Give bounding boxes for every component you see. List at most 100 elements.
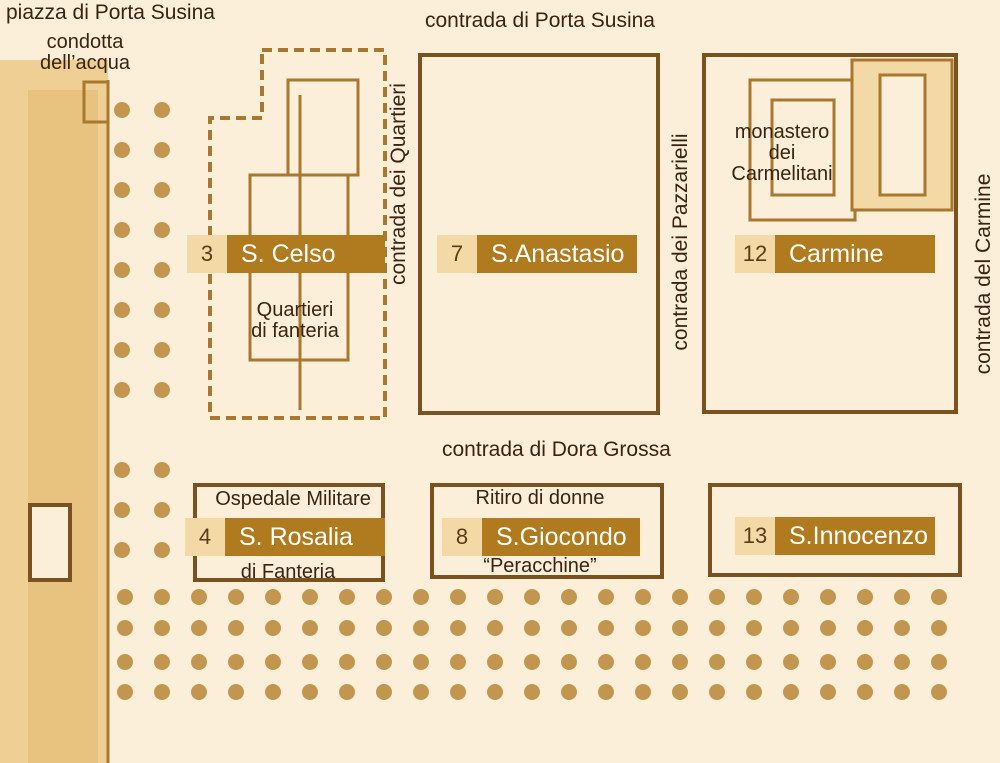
tree-icon — [191, 684, 207, 700]
tree-icon — [487, 589, 503, 605]
tree-icon — [598, 620, 614, 636]
tree-icon — [709, 620, 725, 636]
tree-icon — [376, 654, 392, 670]
street-contrada-pazzarielli: contrada dei Pazzarielli — [669, 133, 692, 351]
tree-icon — [265, 620, 281, 636]
block-12-outline — [702, 53, 958, 414]
tree-icon — [783, 620, 799, 636]
tree-icon — [635, 684, 651, 700]
tree-icon — [114, 462, 130, 478]
tree-icon — [302, 684, 318, 700]
tree-icon — [376, 589, 392, 605]
tree-icon — [561, 684, 577, 700]
tree-icon — [672, 684, 688, 700]
tree-icon — [783, 684, 799, 700]
block-plate-13: 13 S.Innocenzo — [735, 517, 935, 555]
tree-icon — [783, 589, 799, 605]
rampart-shade — [28, 90, 98, 763]
block-name: S.Anastasio — [477, 235, 637, 273]
tree-icon — [154, 302, 170, 318]
block-plate-3: 3 S. Celso — [187, 235, 385, 273]
tree-icon — [154, 684, 170, 700]
street-contrada-quartieri: contrada dei Quartieri — [387, 83, 410, 285]
note-fanteria: di Fanteria — [240, 561, 336, 583]
tree-icon — [265, 589, 281, 605]
block-plate-4: 4 S. Rosalia — [185, 518, 385, 556]
tree-icon — [672, 654, 688, 670]
tree-icon — [114, 182, 130, 198]
tree-icon — [857, 684, 873, 700]
tree-icon — [635, 654, 651, 670]
tree-icon — [339, 654, 355, 670]
tree-icon — [450, 589, 466, 605]
block-name: S.Innocenzo — [775, 517, 935, 555]
tree-icon — [154, 262, 170, 278]
tree-icon — [191, 620, 207, 636]
tree-icon — [114, 262, 130, 278]
block-number: 12 — [735, 235, 775, 273]
tree-icon — [413, 620, 429, 636]
block-13-outline — [708, 483, 962, 577]
tree-icon — [114, 222, 130, 238]
block-plate-7: 7 S.Anastasio — [437, 235, 637, 273]
tree-icon — [857, 620, 873, 636]
tree-icon — [635, 620, 651, 636]
tree-icon — [746, 589, 762, 605]
tree-icon — [709, 589, 725, 605]
tree-icon — [228, 654, 244, 670]
tree-icon — [114, 382, 130, 398]
tree-icon — [191, 654, 207, 670]
tree-icon — [154, 342, 170, 358]
tree-icon — [561, 589, 577, 605]
block-number: 4 — [185, 518, 225, 556]
tree-icon — [114, 302, 130, 318]
tree-icon — [376, 684, 392, 700]
tree-icon — [154, 102, 170, 118]
tree-icon — [894, 589, 910, 605]
block-8-outline — [430, 483, 664, 579]
tree-icon — [302, 654, 318, 670]
street-piazza-porta-susina: piazza di Porta Susina — [6, 1, 215, 24]
block-number: 3 — [187, 235, 227, 273]
tree-icon — [450, 620, 466, 636]
tree-icon — [709, 654, 725, 670]
tree-icon — [191, 589, 207, 605]
block-number: 7 — [437, 235, 477, 273]
carmine-church-nave — [878, 73, 927, 197]
tree-icon — [672, 589, 688, 605]
tree-icon — [635, 589, 651, 605]
tree-icon — [339, 620, 355, 636]
tree-icon — [154, 654, 170, 670]
tree-icon — [820, 620, 836, 636]
block-name: S.Giocondo — [482, 518, 640, 556]
tree-icon — [117, 684, 133, 700]
tree-icon — [487, 684, 503, 700]
note-ospedale: Ospedale Militare — [215, 488, 371, 510]
tree-icon — [746, 654, 762, 670]
tree-icon — [931, 620, 947, 636]
block-number: 8 — [442, 518, 482, 556]
tree-icon — [117, 620, 133, 636]
tree-icon — [302, 620, 318, 636]
gatehouse — [28, 503, 72, 582]
tree-icon — [154, 620, 170, 636]
monastery-cloister-inner — [770, 98, 836, 197]
tree-icon — [931, 684, 947, 700]
tree-icon — [154, 462, 170, 478]
tree-icon — [339, 589, 355, 605]
tree-icon — [524, 620, 540, 636]
tree-icon — [894, 620, 910, 636]
tree-icon — [931, 589, 947, 605]
block-name: Carmine — [775, 235, 935, 273]
tree-icon — [302, 589, 318, 605]
tree-icon — [598, 684, 614, 700]
tree-icon — [709, 684, 725, 700]
tree-icon — [746, 684, 762, 700]
tree-icon — [265, 684, 281, 700]
tree-icon — [524, 589, 540, 605]
tree-icon — [783, 654, 799, 670]
street-contrada-dora-grossa: contrada di Dora Grossa — [442, 438, 671, 461]
